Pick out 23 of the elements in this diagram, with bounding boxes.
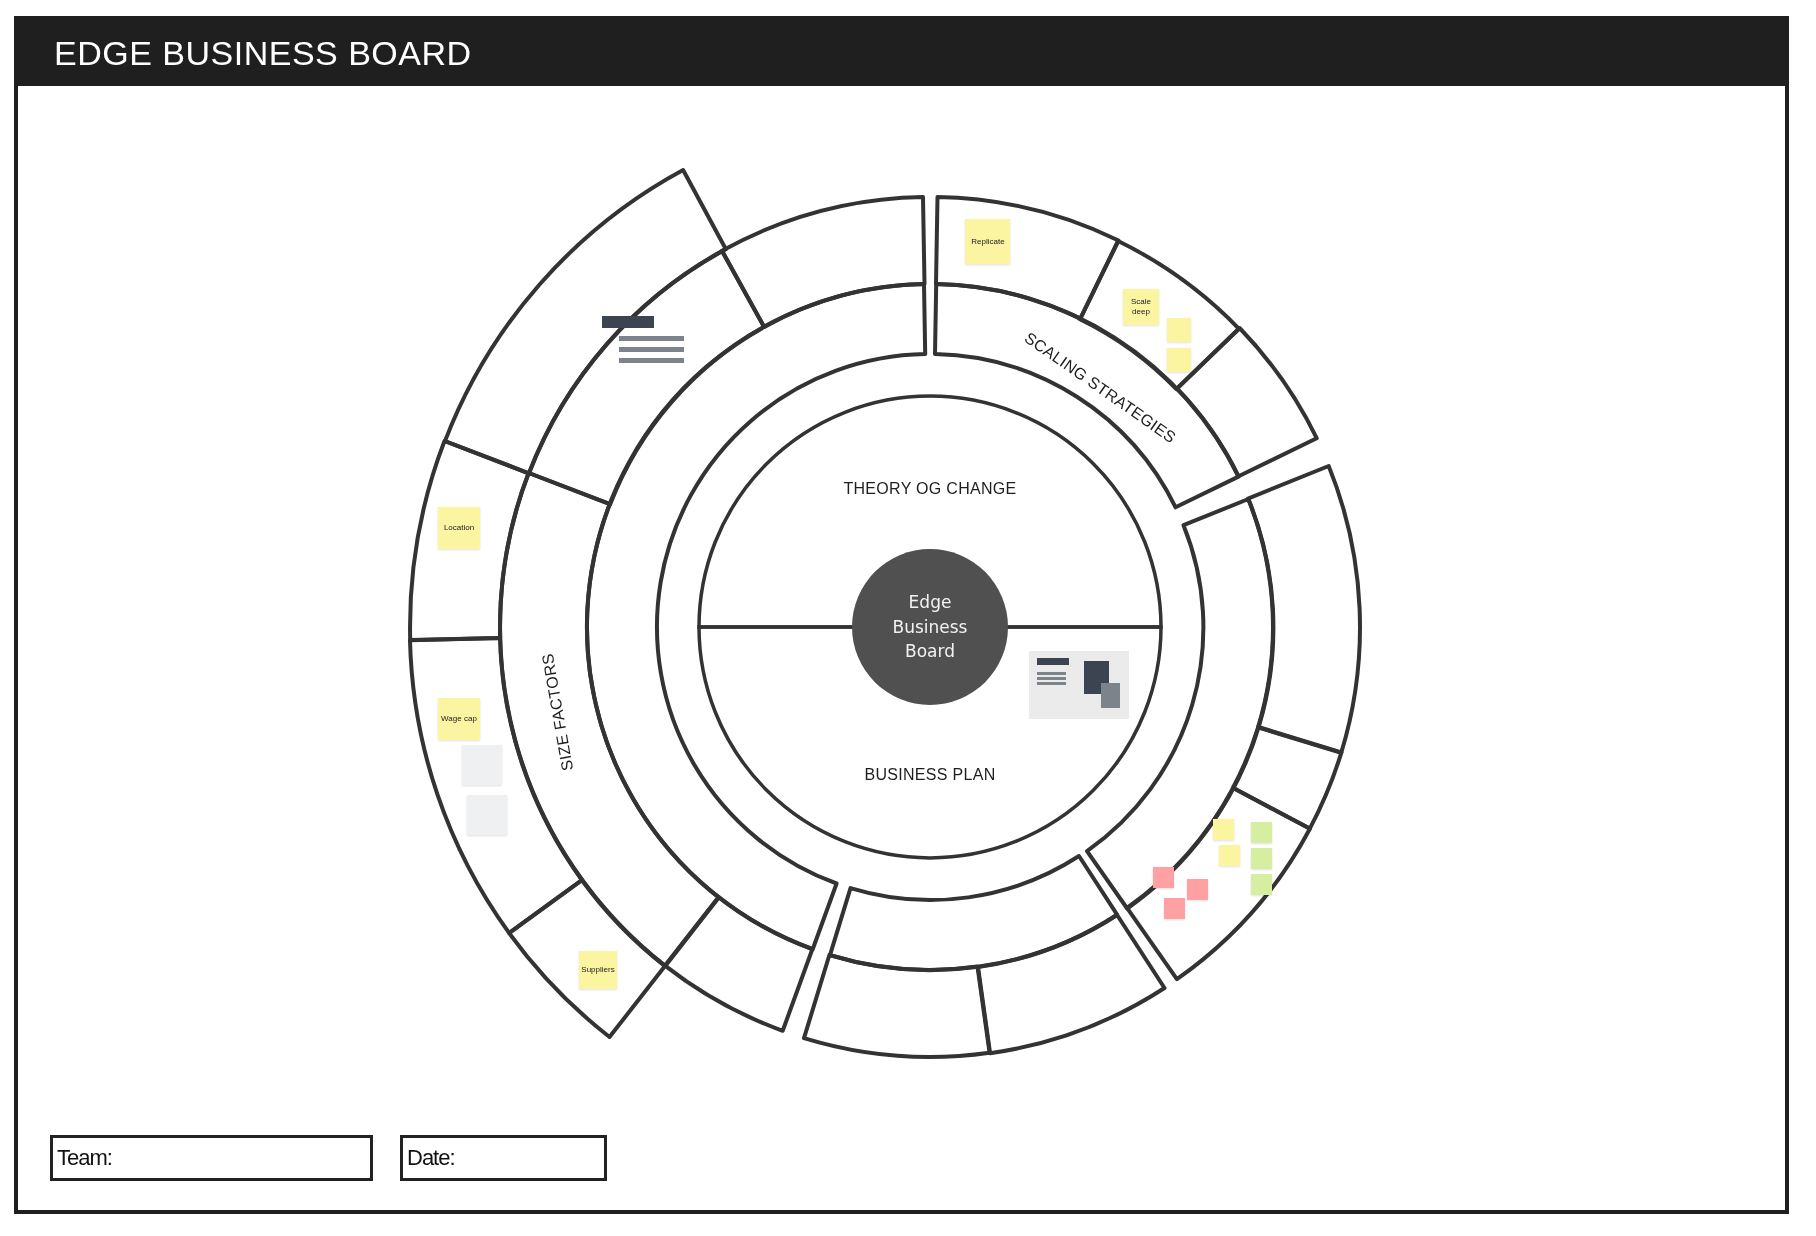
sticky-note — [1251, 822, 1273, 844]
ring-segment — [440, 165, 730, 477]
sticky-note — [1219, 845, 1241, 867]
input-field: Team: — [50, 1135, 373, 1181]
sticky-note: Suppliers — [579, 951, 617, 989]
sticky-note: Replicate — [965, 219, 1011, 265]
sticky-note — [1187, 879, 1209, 901]
sticky-note — [1213, 819, 1235, 841]
section-label: SIZE FACTORS — [538, 651, 578, 773]
input-field: Date: — [400, 1135, 607, 1181]
section-label: THEORY OG CHANGE — [843, 480, 1017, 498]
sticky-note — [1164, 898, 1186, 920]
board-title: EDGE BUSINESS BOARD — [54, 33, 472, 73]
sticky-note — [1251, 848, 1273, 870]
section-label: BUSINESS PLAN — [864, 766, 996, 784]
ring-segment — [1244, 461, 1364, 757]
ring-segment — [1122, 784, 1314, 984]
sticky-note — [1251, 874, 1273, 896]
ring-segment — [717, 193, 928, 331]
ring-segment — [800, 951, 994, 1061]
sticky-note — [1153, 867, 1175, 889]
sticky-note: Wage cap — [438, 698, 480, 740]
sticky-note: Location — [438, 507, 480, 549]
